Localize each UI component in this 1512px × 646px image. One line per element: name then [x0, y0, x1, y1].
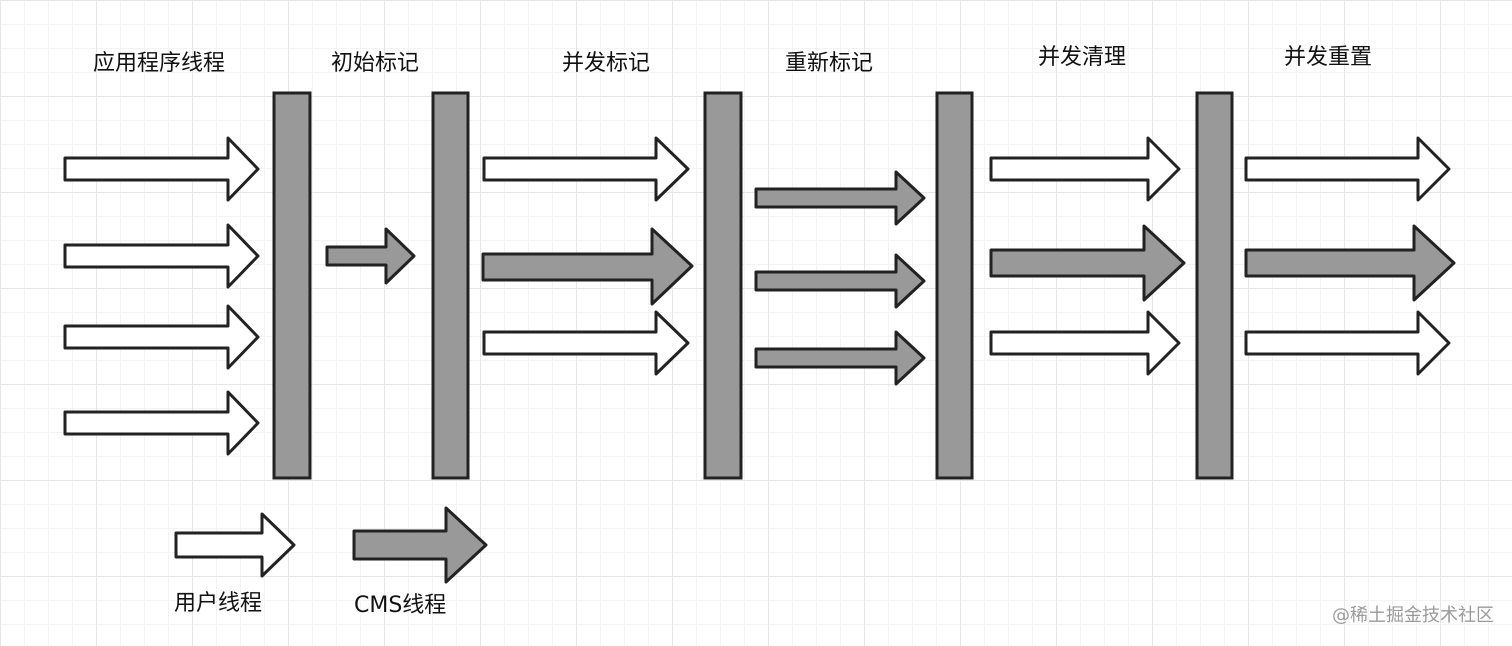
user-thread-arrow [989, 136, 1181, 202]
cms-thread-arrow [989, 224, 1186, 302]
cms-thread-arrow [754, 170, 926, 226]
phase-title-concurrent-mark: 并发标记 [562, 51, 651, 76]
phase-concurrent-reset-arrows [1244, 136, 1456, 376]
legend-cms-thread-label: CMS线程 [354, 593, 447, 618]
watermark: @稀土掘金技术社区 [1332, 605, 1494, 626]
phase-title-remark: 重新标记 [785, 51, 874, 76]
user-thread-arrow [989, 310, 1181, 376]
phase-title-initial-mark: 初始标记 [331, 51, 420, 76]
phase-application-threads-arrows [63, 136, 260, 456]
stop-the-world-barrier [431, 91, 470, 480]
legend-user-thread-arrow [174, 512, 296, 578]
cms-thread-arrow [481, 227, 694, 306]
user-thread-arrow [1244, 136, 1451, 202]
phase-concurrent-mark-arrows [481, 136, 694, 376]
legend-user-thread-label: 用户线程 [174, 591, 263, 616]
cms-thread-arrow [754, 330, 926, 386]
phase-remark-arrows [754, 170, 926, 386]
stop-the-world-barrier [272, 91, 312, 480]
phase-concurrent-sweep-arrows [989, 136, 1186, 376]
user-thread-arrow [1244, 310, 1451, 376]
stop-the-world-barrier [935, 91, 974, 480]
cms-thread-arrow [325, 227, 416, 285]
cms-thread-arrow [754, 253, 926, 309]
phase-title-application-threads: 应用程序线程 [93, 51, 226, 76]
user-thread-arrow [482, 310, 690, 376]
cms-thread-arrow [1244, 224, 1456, 302]
user-thread-arrow [63, 390, 260, 456]
user-thread-arrow [482, 136, 690, 202]
stop-the-world-barrier [703, 91, 743, 480]
phase-title-concurrent-sweep: 并发清理 [1038, 45, 1127, 70]
legend-cms-thread-arrow [352, 506, 488, 584]
user-thread-arrow [63, 136, 260, 202]
stop-the-world-barrier [1195, 91, 1234, 480]
phase-title-concurrent-reset: 并发重置 [1284, 45, 1373, 70]
user-thread-arrow [63, 304, 260, 370]
user-thread-arrow [63, 223, 260, 289]
